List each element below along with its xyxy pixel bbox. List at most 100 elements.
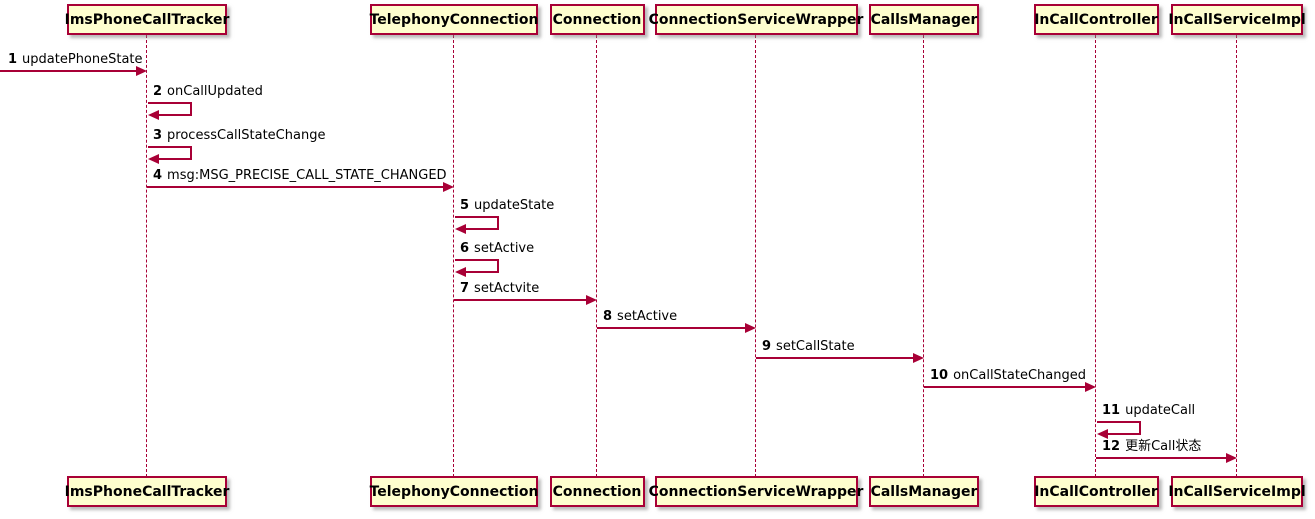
- message-line: [597, 327, 747, 329]
- participant-label: Connection: [552, 11, 642, 28]
- message-line: [159, 114, 190, 116]
- message-number: 11: [1102, 403, 1121, 418]
- message-text: updateCall: [1125, 403, 1196, 418]
- message-number: 3: [153, 128, 163, 143]
- message-line: [455, 216, 499, 218]
- participant-box-top-incallserviceimpl: InCallServiceImpl: [1168, 4, 1306, 35]
- participant-label: TelephonyConnection: [369, 483, 539, 500]
- participant-label: CallsManager: [870, 483, 978, 500]
- message-text: msg:MSG_PRECISE_CALL_STATE_CHANGED: [167, 168, 447, 183]
- message-number: 7: [460, 281, 470, 296]
- message-number: 2: [153, 84, 163, 99]
- message-text: onCallUpdated: [167, 84, 263, 99]
- message-label: 1 updatePhoneState: [8, 52, 143, 68]
- message-arrowhead-icon: [148, 110, 159, 120]
- message-label: 11 updateCall: [1102, 403, 1195, 419]
- message-number: 9: [762, 339, 772, 354]
- message-line: [455, 259, 499, 261]
- message-label: 8 setActive: [603, 309, 677, 325]
- lifeline-connection: [596, 35, 597, 477]
- participant-label: ImsPhoneCallTracker: [64, 483, 230, 500]
- participant-box-top-connectionservicewrapper: ConnectionServiceWrapper: [649, 4, 863, 35]
- message-text: setCallState: [776, 339, 855, 354]
- participant-box-top-incallcontroller: InCallController: [1033, 4, 1159, 35]
- message-line: [497, 216, 499, 230]
- message-line: [756, 357, 915, 359]
- message-label: 7 setActvite: [460, 281, 539, 297]
- message-label: 10 onCallStateChanged: [930, 368, 1086, 384]
- message-line: [466, 271, 497, 273]
- message-text: setActive: [474, 241, 535, 256]
- participant-label: ConnectionServiceWrapper: [648, 11, 864, 28]
- message-arrowhead-icon: [1226, 453, 1237, 463]
- message-number: 6: [460, 241, 470, 256]
- participant-box-top-callsmanager: CallsManager: [869, 4, 979, 35]
- message-arrowhead-icon: [455, 267, 466, 277]
- message-line: [1139, 421, 1141, 435]
- message-line: [190, 146, 192, 160]
- message-line: [0, 70, 138, 72]
- participant-label: ConnectionServiceWrapper: [648, 483, 864, 500]
- participant-box-top-connection: Connection: [549, 4, 645, 35]
- message-line: [1108, 433, 1139, 435]
- message-line: [497, 259, 499, 273]
- participant-label: Connection: [552, 483, 642, 500]
- message-number: 12: [1102, 439, 1121, 454]
- message-text: setActvite: [474, 281, 540, 296]
- message-number: 5: [460, 198, 470, 213]
- message-label: 12 更新Call状态: [1102, 439, 1201, 455]
- message-arrowhead-icon: [443, 182, 454, 192]
- lifeline-callsmanager: [923, 35, 924, 477]
- message-text: setActive: [617, 309, 678, 324]
- message-line: [148, 102, 192, 104]
- message-line: [147, 186, 445, 188]
- participant-box-bottom-connectionservicewrapper: ConnectionServiceWrapper: [649, 476, 863, 507]
- message-number: 8: [603, 309, 613, 324]
- participant-label: InCallServiceImpl: [1168, 11, 1306, 28]
- participant-box-bottom-telephonyconnection: TelephonyConnection: [370, 476, 538, 507]
- participant-box-top-imsphonecalltracker: ImsPhoneCallTracker: [64, 4, 230, 35]
- message-label: 6 setActive: [460, 241, 534, 257]
- message-line: [466, 228, 497, 230]
- message-arrowhead-icon: [586, 295, 597, 305]
- message-text: updateState: [474, 198, 555, 213]
- message-arrowhead-icon: [136, 66, 147, 76]
- message-text: processCallStateChange: [167, 128, 326, 143]
- message-arrowhead-icon: [1097, 429, 1108, 439]
- participant-box-bottom-connection: Connection: [549, 476, 645, 507]
- message-line: [454, 299, 588, 301]
- participant-label: InCallServiceImpl: [1168, 483, 1306, 500]
- message-label: 3 processCallStateChange: [153, 128, 325, 144]
- lifeline-incallserviceimpl: [1236, 35, 1237, 477]
- message-line: [148, 146, 192, 148]
- message-line: [1097, 421, 1141, 423]
- lifeline-incallcontroller: [1095, 35, 1096, 477]
- participant-label: InCallController: [1034, 11, 1158, 28]
- participant-label: ImsPhoneCallTracker: [64, 11, 230, 28]
- message-label: 4 msg:MSG_PRECISE_CALL_STATE_CHANGED: [153, 168, 447, 184]
- message-text: onCallStateChanged: [953, 368, 1086, 383]
- message-number: 10: [930, 368, 949, 383]
- message-number: 4: [153, 168, 163, 183]
- message-line: [924, 386, 1087, 388]
- message-arrowhead-icon: [913, 353, 924, 363]
- participant-box-top-telephonyconnection: TelephonyConnection: [370, 4, 538, 35]
- participant-box-bottom-imsphonecalltracker: ImsPhoneCallTracker: [64, 476, 230, 507]
- participant-box-bottom-incallcontroller: InCallController: [1033, 476, 1159, 507]
- message-number: 1: [8, 52, 18, 67]
- message-arrowhead-icon: [1085, 382, 1096, 392]
- message-arrowhead-icon: [148, 154, 159, 164]
- lifeline-imsphonecalltracker: [146, 35, 147, 477]
- message-text: 更新Call状态: [1125, 439, 1202, 454]
- participant-label: TelephonyConnection: [369, 11, 539, 28]
- message-label: 2 onCallUpdated: [153, 84, 263, 100]
- message-text: updatePhoneState: [22, 52, 143, 67]
- participant-label: InCallController: [1034, 483, 1158, 500]
- participant-box-bottom-incallserviceimpl: InCallServiceImpl: [1168, 476, 1306, 507]
- message-line: [159, 158, 190, 160]
- message-line: [190, 102, 192, 116]
- participant-box-bottom-callsmanager: CallsManager: [869, 476, 979, 507]
- lifeline-telephonyconnection: [453, 35, 454, 477]
- message-arrowhead-icon: [455, 224, 466, 234]
- lifeline-connectionservicewrapper: [755, 35, 756, 477]
